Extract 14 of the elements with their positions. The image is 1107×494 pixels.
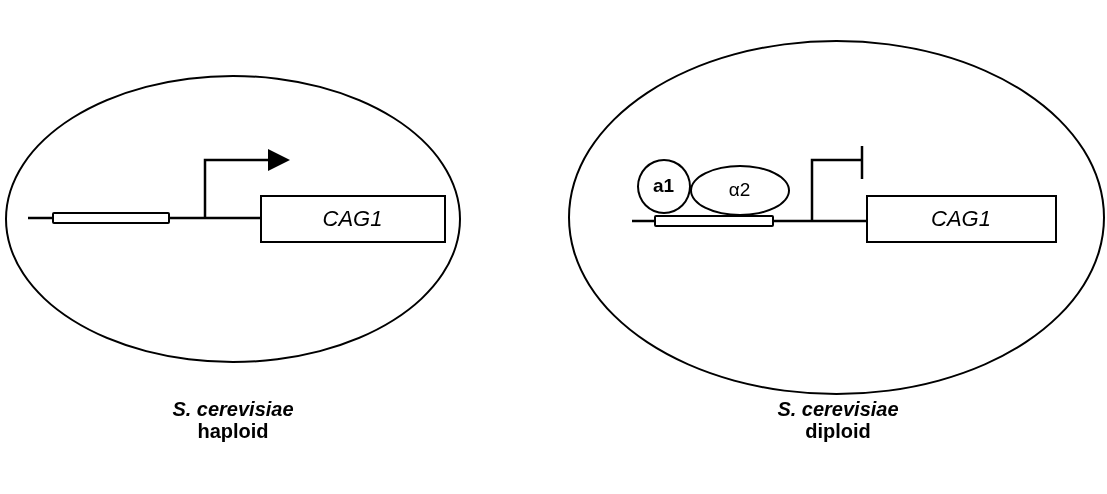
operator-bar [653, 214, 774, 227]
dna-line [774, 219, 866, 223]
species-caption: S. cerevisiae [777, 398, 899, 420]
protein-circle: a1 [636, 158, 691, 214]
species-caption: S. cerevisiae [172, 398, 294, 420]
ploidy-caption: haploid [197, 420, 269, 442]
dna-line [170, 216, 260, 220]
operator-bar [51, 211, 170, 224]
cell-outline [5, 75, 461, 363]
ploidy-caption: diploid [805, 420, 871, 442]
cell-outline [568, 40, 1105, 395]
protein-ellipse: α2 [689, 164, 790, 216]
gene-box: CAG1 [259, 194, 446, 243]
gene-box: CAG1 [865, 194, 1057, 243]
